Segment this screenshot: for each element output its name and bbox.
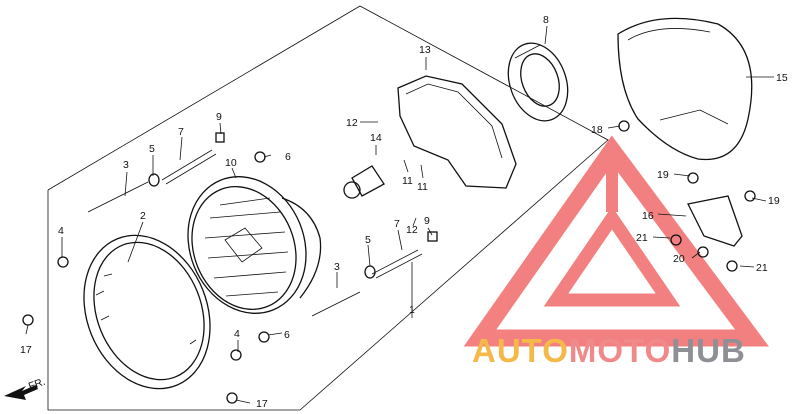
socket-cover — [507, 42, 569, 122]
callout-21: 21 — [756, 262, 768, 274]
front-direction-arrow — [4, 385, 38, 400]
callout-12: 12 — [406, 224, 418, 236]
headlight-unit — [187, 176, 322, 314]
callout-18: 18 — [591, 124, 603, 136]
small-fasteners — [22, 120, 756, 404]
callout-11: 11 — [402, 175, 413, 187]
watermark-moto: MOTO — [569, 332, 671, 369]
adjust-springs-and-screws — [87, 149, 423, 317]
callout-3: 3 — [123, 159, 129, 171]
callout-12: 12 — [346, 117, 358, 129]
callout-3: 3 — [334, 261, 340, 273]
headlight-rim — [83, 234, 211, 390]
callout-17: 17 — [20, 344, 32, 356]
callout-5: 5 — [149, 143, 155, 155]
callout-21: 21 — [636, 232, 648, 244]
callout-16: 16 — [642, 210, 654, 222]
callout-9: 9 — [216, 111, 222, 123]
callout-5: 5 — [365, 234, 371, 246]
callout-1: 1 — [409, 304, 415, 316]
callout-7: 7 — [178, 126, 184, 138]
callout-8: 8 — [543, 14, 549, 26]
watermark-auto: AUTO — [472, 332, 569, 369]
assembly-boundary — [47, 5, 609, 411]
callout-4: 4 — [58, 225, 64, 237]
callout-2: 2 — [140, 210, 146, 222]
callout-19: 19 — [768, 195, 780, 207]
callout-9: 9 — [424, 215, 430, 227]
callout-labels: 1 2 3 3 4 4 5 5 6 6 7 7 8 9 9 10 11 11 1… — [20, 14, 788, 410]
watermark-brand: AUTOMOTOHUB — [472, 332, 746, 369]
headlight-bulb — [343, 165, 385, 199]
callout-14: 14 — [370, 132, 382, 144]
callout-20: 20 — [673, 253, 685, 265]
watermark-triangle-logo — [463, 135, 769, 347]
headlight-case — [617, 17, 753, 161]
callout-4: 4 — [234, 328, 240, 340]
callout-13: 13 — [419, 44, 431, 56]
direction-label: FR. — [27, 376, 47, 393]
callout-7: 7 — [394, 218, 400, 230]
callout-6: 6 — [284, 329, 290, 341]
callout-11: 11 — [417, 181, 428, 193]
callout-6: 6 — [285, 151, 291, 163]
watermark-hub: HUB — [671, 332, 746, 369]
callout-19: 19 — [657, 169, 669, 181]
headlight-bracket — [397, 75, 517, 189]
callout-15: 15 — [776, 72, 788, 84]
callout-17: 17 — [256, 398, 268, 410]
callout-10: 10 — [225, 157, 237, 169]
